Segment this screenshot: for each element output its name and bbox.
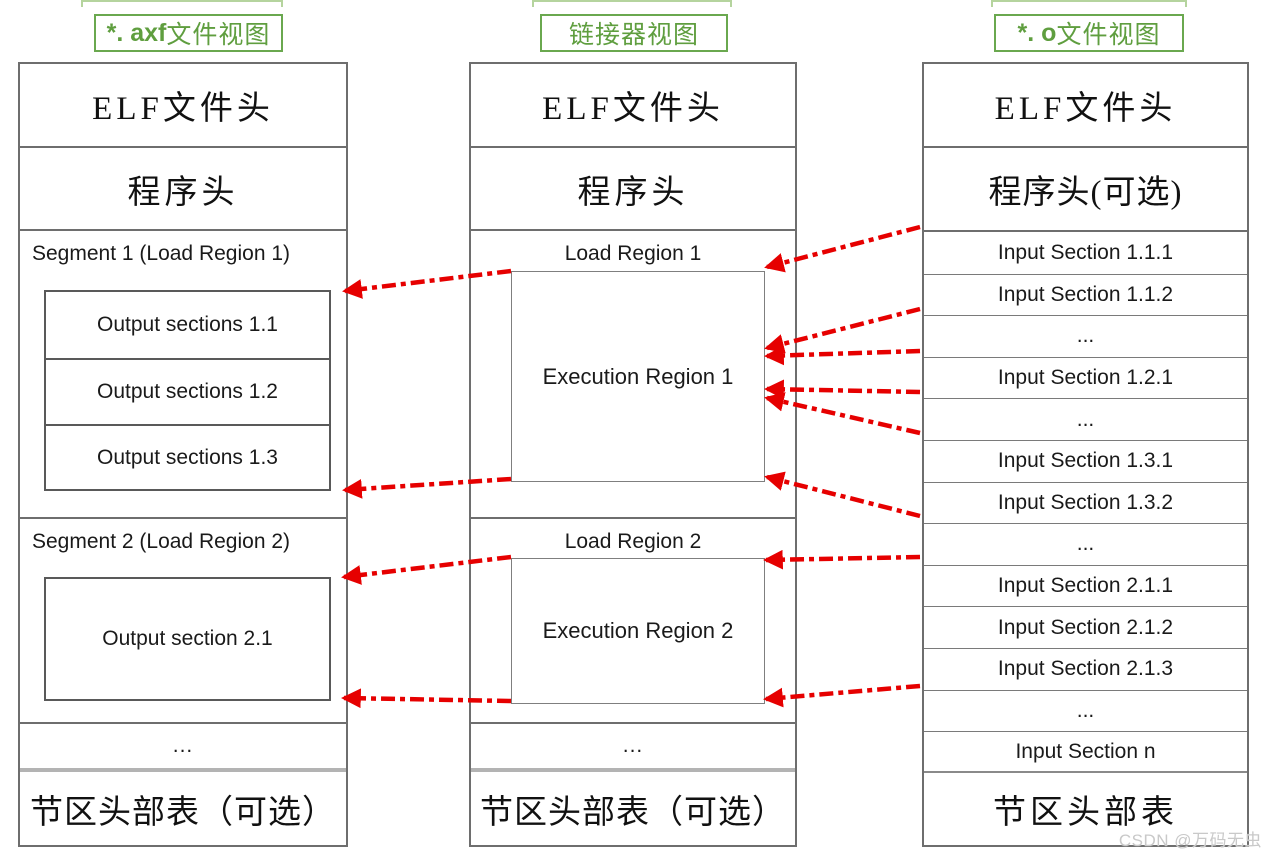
title-linker-view: 链接器视图 (540, 14, 728, 52)
linker-section-header-table-label: 节区头部表（可选） (480, 794, 786, 831)
axf-output-section-2-box: Output section 2.1 (44, 577, 331, 701)
axf-output-section-2-1: Output section 2.1 (102, 627, 273, 650)
o-input-section-row: Input Section 2.1.1 (924, 564, 1247, 607)
csdn-watermark: CSDN @万码无虫 (1118, 831, 1262, 850)
linker-load-region1-row (471, 229, 795, 517)
linker-program-header-label: 程序头 (577, 174, 689, 211)
axf-elf-header-row: ELF文件头 (20, 64, 346, 146)
axf-output-section-1-3: Output sections 1.3 (97, 445, 278, 469)
clipped-box-artifact-right (991, 0, 1187, 7)
clipped-box-artifact-middle (532, 0, 732, 7)
o-input-section-row: Input Section 2.1.3 (924, 648, 1247, 690)
linker-elf-header-row: ELF文件头 (471, 64, 795, 146)
o-input-section-row: Input Section 1.1.2 (924, 273, 1247, 316)
o-input-section-row: Input Section 1.3.2 (924, 481, 1247, 524)
o-input-section-row: ... (924, 398, 1247, 440)
o-input-section-row: ... (924, 315, 1247, 357)
linker-execution-region1-label: Execution Region 1 (542, 363, 734, 389)
title-axf-prefix: *. axf (106, 18, 167, 47)
axf-output-section-row: Output sections 1.2 (46, 358, 329, 424)
o-section-header-table-row: 节区头部表 (924, 771, 1247, 845)
axf-segment1-row (20, 229, 346, 517)
axf-program-header-label: 程序头 (127, 174, 239, 211)
linker-execution-region1-box: Execution Region 1 (511, 271, 765, 482)
column-o-view: ELF文件头 程序头(可选) Input Section 1.1.1 Input… (922, 62, 1249, 847)
o-elf-header-row: ELF文件头 (924, 64, 1247, 146)
axf-segment2-label: Segment 2 (Load Region 2) (32, 530, 290, 553)
axf-segment1-label: Segment 1 (Load Region 1) (32, 242, 290, 265)
o-input-section-row: Input Section 1.2.1 (924, 356, 1247, 399)
axf-output-section-row: Output sections 1.1 (46, 292, 329, 358)
o-input-section-row: ... (924, 523, 1247, 565)
o-program-header-label: 程序头(可选) (988, 175, 1183, 211)
linker-ellipsis: ... (622, 734, 644, 757)
linker-program-header-row: 程序头 (471, 146, 795, 229)
o-input-sections: Input Section 1.1.1 Input Section 1.1.2 … (924, 230, 1247, 771)
linker-load-region1-label: Load Region 1 (564, 242, 702, 265)
clipped-box-artifact-left (81, 0, 283, 7)
o-section-header-table-label: 节区头部表 (993, 795, 1178, 831)
axf-ellipsis-row: ... (20, 722, 346, 768)
o-input-section-row: Input Section 2.1.2 (924, 606, 1247, 648)
o-elf-header-label: ELF文件头 (994, 91, 1177, 127)
axf-output-section-1-1: Output sections 1.1 (97, 313, 278, 336)
o-input-section-row: Input Section 1.1.1 (997, 240, 1174, 264)
title-linker-label: 链接器视图 (568, 22, 699, 49)
o-input-section-row: Input Section n (924, 731, 1247, 773)
linker-load-region2-label: Load Region 2 (564, 530, 702, 553)
o-input-section-row: ... (924, 689, 1247, 732)
title-axf-suffix: 文件视图 (166, 22, 271, 49)
title-o-suffix: 文件视图 (1056, 22, 1161, 49)
o-program-header-row: 程序头(可选) (924, 146, 1247, 230)
axf-output-sections-box: Output sections 1.1 Output sections 1.2 … (44, 290, 331, 491)
linker-section-header-table-row: 节区头部表（可选） (471, 768, 795, 845)
o-input-section-row: Input Section 1.3.1 (924, 440, 1247, 482)
linker-execution-region2-label: Execution Region 2 (542, 618, 734, 643)
linker-ellipsis-row: ... (471, 722, 795, 768)
axf-output-section-row: Output sections 1.3 (46, 424, 329, 489)
axf-program-header-row: 程序头 (20, 146, 346, 229)
linker-execution-region2-box: Execution Region 2 (511, 558, 765, 704)
axf-segment2-row (20, 517, 346, 722)
column-linker-view: ELF文件头 程序头 Load Region 1 Execution Regio… (469, 62, 797, 847)
axf-ellipsis: ... (172, 734, 194, 757)
linker-load-region2-row (471, 517, 795, 722)
column-axf-view: ELF文件头 程序头 Segment 1 (Load Region 1) Out… (18, 62, 348, 847)
title-o-prefix: *. o (1017, 18, 1057, 47)
axf-section-header-table-row: 节区头部表（可选） (20, 768, 346, 845)
linker-elf-header-label: ELF文件头 (542, 91, 724, 127)
axf-section-header-table-label: 节区头部表（可选） (30, 794, 336, 831)
axf-elf-header-label: ELF文件头 (92, 91, 274, 127)
axf-output-section-1-2: Output sections 1.2 (97, 380, 278, 403)
